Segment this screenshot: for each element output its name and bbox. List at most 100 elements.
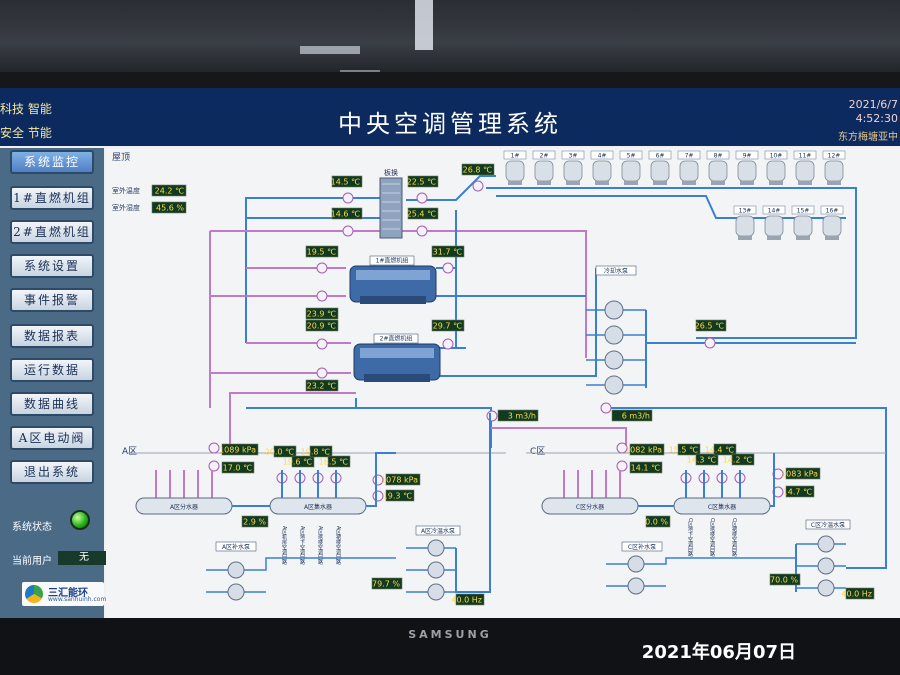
cooling-tower-6-base — [653, 181, 667, 185]
outdoor-humidity-box — [151, 201, 187, 214]
zone-c-branch-temp-2-box — [695, 453, 719, 466]
sidebar: 系统监控 1#直燃机组 2#直燃机组系统设置事件报警数据报表运行数据数据曲线 A区电动… — [0, 148, 110, 618]
cooling-tower-9-base — [740, 181, 754, 185]
chiller1-temp-2-box — [431, 245, 465, 258]
chiller1-temp-3: 23.9 ℃ — [307, 310, 336, 319]
zone-a-pump-icon — [427, 583, 445, 601]
plate-temp-3: 14.6 ℃ — [331, 210, 360, 219]
current-user-label: 当前用户 — [12, 556, 52, 567]
outdoor-humidity: 45.6 % — [156, 204, 184, 213]
zone-c-pump-icon — [817, 579, 835, 597]
sensor-icon — [208, 460, 220, 472]
sensor-icon — [616, 460, 628, 472]
zone-a-supply-pump-icon — [227, 583, 245, 601]
zone-a-valve: 2.9 % — [243, 518, 266, 527]
cooling-tower-15-plate — [791, 205, 815, 215]
zone-a-label: A区 — [122, 446, 137, 457]
background-ceiling — [0, 0, 900, 76]
nav-button-2[interactable]: 2#直燃机组 — [10, 220, 94, 244]
chiller2-temp-3: 23.2 ℃ — [307, 382, 336, 391]
slogan-line-2: 安全 节能 — [0, 126, 52, 140]
zone-a-branch-label: A区塔楼空调回路 — [317, 526, 323, 566]
header-date: 2021/6/7 — [848, 98, 898, 111]
zone-a-pump-icon — [427, 539, 445, 557]
monitor-bottom-bezel — [0, 618, 900, 675]
chiller-1-plate — [369, 255, 415, 266]
nav-button-5[interactable]: 数据报表 — [10, 324, 94, 348]
cooling-tower-11-base — [798, 181, 812, 185]
pipe-tower-feed — [406, 175, 496, 201]
pipe-purple-zone-c — [491, 427, 627, 448]
nav-button-1[interactable]: 1#直燃机组 — [10, 186, 94, 210]
status-indicator-icon — [70, 510, 90, 530]
cooling-tower-10-plate — [764, 150, 788, 160]
nav-button-7[interactable]: 数据曲线 — [10, 392, 94, 416]
zone-a-return-temp: 19.3 ℃ — [383, 492, 412, 501]
zone-a-return-pressure-box — [385, 473, 421, 486]
nav-button-9[interactable]: 退出系统 — [10, 460, 94, 484]
cooling-tower-10-label: 10# — [770, 153, 783, 160]
pipe-tower-return — [486, 187, 857, 339]
chiller1-temp-3-box — [305, 307, 339, 320]
zone-c-pump-valve-box — [769, 573, 801, 586]
zone-a-pump-valve-box — [371, 577, 403, 590]
zone-a-secondary-pump-plate — [415, 525, 461, 536]
cooling-tower-12-label: 12# — [828, 153, 841, 160]
chiller2-temp-2-box — [431, 319, 465, 332]
zone-c-pump-icon — [817, 535, 835, 553]
plate-temp-2: 22.5 ℃ — [407, 178, 436, 187]
nav-button-0[interactable]: 系统监控 — [10, 150, 94, 174]
cooling-tower-7-label: 7# — [685, 153, 694, 160]
sensor-icon — [442, 338, 454, 350]
cooling-tower-1-body — [505, 160, 525, 182]
zone-c-branch-temp-4-box — [731, 453, 755, 466]
cooling-pump-icon — [604, 375, 624, 395]
zone-a-frequency-box — [455, 593, 485, 606]
nav-button-6[interactable]: 运行数据 — [10, 358, 94, 382]
cooling-tower-16-label: 16# — [826, 208, 839, 215]
cooling-tower-9-body — [737, 160, 757, 182]
company-name: 东方梅塘亚中 — [838, 132, 898, 143]
zone-c-supply-pump-label: C区补水泵 — [628, 543, 656, 551]
cooling-tower-5-body — [621, 160, 641, 182]
cooling-pump-label: 冷却水泵 — [604, 267, 628, 275]
sensor-icon — [472, 180, 484, 192]
flow-1: 3 m3/h — [508, 412, 536, 421]
pipe-zone-c-return — [606, 407, 887, 569]
cooling-tower-2-label: 2# — [540, 153, 549, 160]
sensor-icon — [704, 337, 716, 349]
cooling-tower-5-base — [624, 181, 638, 185]
cooling-tower-13-base — [738, 236, 752, 240]
cooling-tower-10-body — [766, 160, 786, 182]
zone-c-pressure: 1082 kPa — [625, 446, 662, 455]
chiller-2-base — [364, 374, 430, 382]
zone-a-temp-box — [221, 461, 255, 474]
sensor-icon — [372, 490, 384, 502]
pipe-purple-zone-a — [229, 392, 356, 448]
zone-a-supply-pump-label: A区补水泵 — [222, 543, 250, 551]
zone-a-return-temp-box — [385, 489, 415, 502]
zone-a-branch-temp-1-box — [273, 445, 297, 458]
pipe-lower — [246, 398, 357, 409]
sensor-icon — [316, 338, 328, 350]
flow-2: 6 m3/h — [622, 412, 650, 421]
zone-c-temp-box — [629, 461, 663, 474]
logo-mark-icon — [25, 585, 43, 603]
cooling-tower-4-plate — [590, 150, 614, 160]
nav-button-3[interactable]: 系统设置 — [10, 254, 94, 278]
zone-c-secondary-pump-label: C区冷温水泵 — [811, 521, 845, 529]
cooling-tower-14-base — [767, 236, 781, 240]
chiller2-temp-2: 29.7 ℃ — [433, 322, 462, 331]
chiller2-temp-3-box — [305, 379, 339, 392]
chiller-1-top — [356, 270, 430, 280]
nav-button-8[interactable]: A区电动阀 — [10, 426, 94, 450]
cooling-tower-6-label: 6# — [656, 153, 665, 160]
cooling-tower-6-plate — [648, 150, 672, 160]
outdoor-humidity-label: 室外湿度 — [112, 203, 140, 212]
system-status-label: 系统状态 — [12, 522, 52, 533]
sensor-icon — [416, 225, 428, 237]
nav-button-4[interactable]: 事件报警 — [10, 288, 94, 312]
sensor-icon — [342, 225, 354, 237]
cooling-tower-4-base — [595, 181, 609, 185]
